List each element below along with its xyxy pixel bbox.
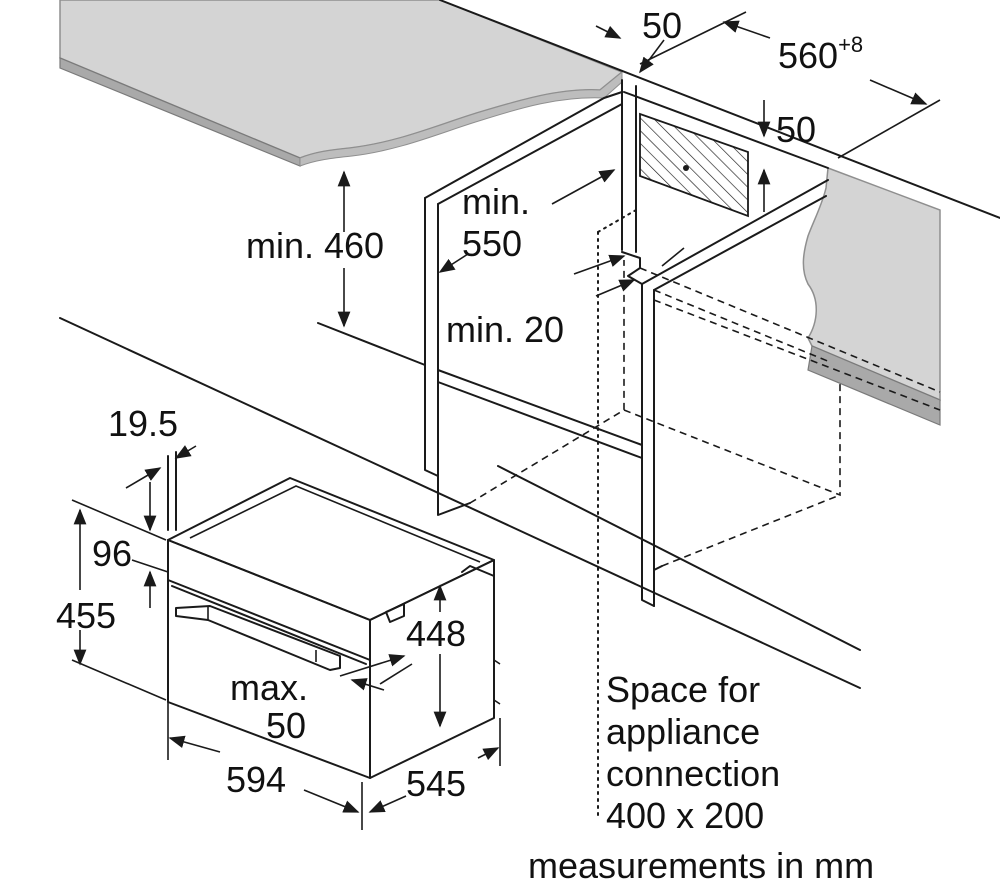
- oven-appliance: [167, 477, 501, 779]
- niche-depth-label-line2: 550: [462, 223, 522, 264]
- panel-height-label: 96: [92, 533, 132, 574]
- width-label: 594: [226, 759, 286, 800]
- total-height-label: 455: [56, 595, 116, 636]
- dimension-lines: [71, 11, 941, 830]
- top-gap-label: 50: [642, 5, 682, 46]
- max-label-line2: 50: [266, 705, 306, 746]
- connection-note-line3: connection: [606, 753, 780, 794]
- niche-width-label: 560+8: [778, 32, 863, 76]
- countertop-right: [802, 166, 941, 426]
- body-height-label: 448: [406, 613, 466, 654]
- countertop-left: [59, 0, 624, 167]
- side-gap-label: min. 20: [446, 309, 564, 350]
- niche-width-tolerance: +8: [838, 32, 863, 57]
- depth-label: 545: [406, 763, 466, 804]
- units-note: measurements in mm: [528, 845, 874, 886]
- connection-note-line2: appliance: [606, 711, 760, 752]
- vent-height-label: 50: [776, 109, 816, 150]
- front-offset-label: 19.5: [108, 403, 178, 444]
- connection-note: Space for appliance connection 400 x 200: [606, 669, 780, 836]
- connection-note-line1: Space for: [606, 669, 760, 710]
- counter-clearance-label: min. 460: [246, 225, 384, 266]
- ventilation-area: [639, 112, 749, 218]
- niche-depth-label-line1: min.: [462, 181, 530, 222]
- max-label-line1: max.: [230, 667, 308, 708]
- dimension-labels: 50 560+8 50 min. 460 min. 550 min. 20 19…: [56, 5, 863, 804]
- cabinet-niche: [59, 0, 1000, 821]
- connection-note-line4: 400 x 200: [606, 795, 764, 836]
